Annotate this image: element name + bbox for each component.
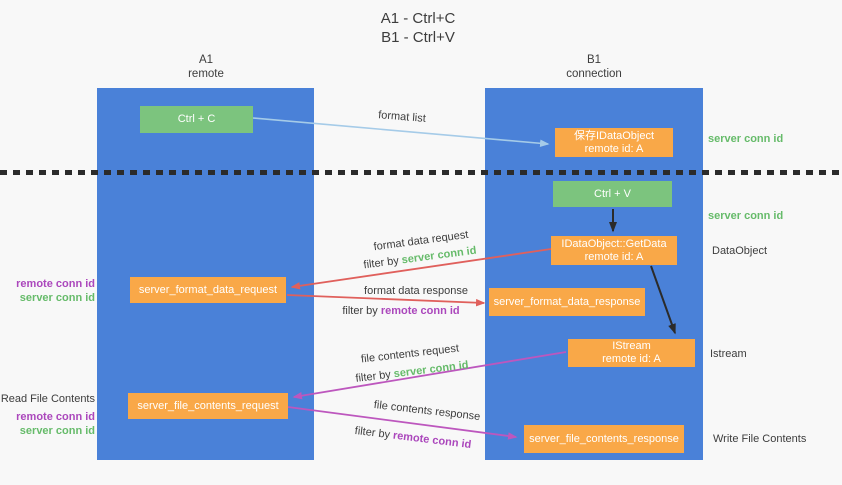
istream-box: IStream remote id: A	[568, 339, 695, 367]
remote-conn-id-key: remote conn id	[380, 305, 460, 317]
left-lane-name: A1	[198, 54, 214, 66]
file-contents-response-label: file contents response	[373, 398, 481, 424]
filter-by-text: filter by	[354, 424, 391, 442]
left-lane-role: remote	[188, 68, 224, 80]
server-file-contents-response-box: server_file_contents_response	[524, 425, 684, 453]
filter-by-text: filter by	[362, 254, 400, 272]
server-format-data-request-label: server_format_data_request	[138, 283, 278, 296]
ctrl-v-box: Ctrl + V	[553, 181, 672, 207]
server-format-data-request-box: server_format_data_request	[130, 277, 286, 303]
write-file-contents-label: Write File Contents	[713, 433, 807, 445]
title-line-2: B1 - Ctrl+V	[381, 29, 455, 46]
left-lane-header: A1 remote	[146, 53, 266, 81]
filter-by-text: filter by	[354, 368, 392, 385]
left-server-conn-id-label-2: server conn id	[19, 425, 95, 437]
left-remote-conn-id-label-2: remote conn id	[16, 411, 95, 423]
server-format-data-response-box: server_format_data_response	[489, 288, 645, 316]
diagram-title: A1 - Ctrl+C B1 - Ctrl+V	[288, 9, 548, 47]
save-idataobject-line1: 保存IDataObject	[573, 129, 655, 142]
ctrl-c-label: Ctrl + C	[177, 113, 216, 125]
right-server-conn-id-label-2: server conn id	[708, 210, 784, 222]
format-data-response-label: format data response	[364, 285, 468, 297]
istream-side-label: Istream	[710, 348, 747, 360]
istream-line1: IStream	[612, 340, 651, 352]
right-lane-header: B1 connection	[534, 53, 654, 81]
left-remote-conn-id-label-1: remote conn id	[16, 278, 95, 290]
right-lane-role: connection	[566, 68, 622, 80]
getdata-line2: remote id: A	[584, 250, 644, 263]
getdata-line1: IDataObject::GetData	[561, 237, 667, 250]
save-idataobject-box: 保存IDataObject remote id: A	[555, 128, 673, 157]
read-file-contents-label: Read File Contents	[0, 393, 95, 405]
right-lane-name: B1	[586, 54, 602, 66]
server-conn-id-key: server conn id	[393, 359, 470, 381]
left-server-conn-id-label-1: server conn id	[19, 292, 95, 304]
save-idataobject-line2: remote id: A	[584, 142, 644, 155]
server-format-data-response-label: server_format_data_response	[493, 295, 641, 308]
title-line-1: A1 - Ctrl+C	[380, 10, 456, 27]
remote-conn-id-key: remote conn id	[392, 429, 472, 452]
istream-line2: remote id: A	[602, 353, 661, 365]
dataobject-label: DataObject	[712, 245, 768, 257]
server-file-contents-request-label: server_file_contents_request	[137, 399, 279, 412]
server-file-contents-request-box: server_file_contents_request	[128, 393, 288, 419]
format-list-label: format list	[377, 109, 427, 125]
right-server-conn-id-label-1: server conn id	[708, 133, 784, 145]
ctrl-c-box: Ctrl + C	[140, 106, 253, 133]
phase-divider-dotted-line	[0, 170, 842, 175]
idataobject-getdata-box: IDataObject::GetData remote id: A	[551, 236, 677, 265]
ctrl-v-label: Ctrl + V	[594, 187, 631, 200]
filter-by-text: filter by	[342, 305, 378, 317]
server-file-contents-response-label: server_file_contents_response	[529, 432, 679, 445]
